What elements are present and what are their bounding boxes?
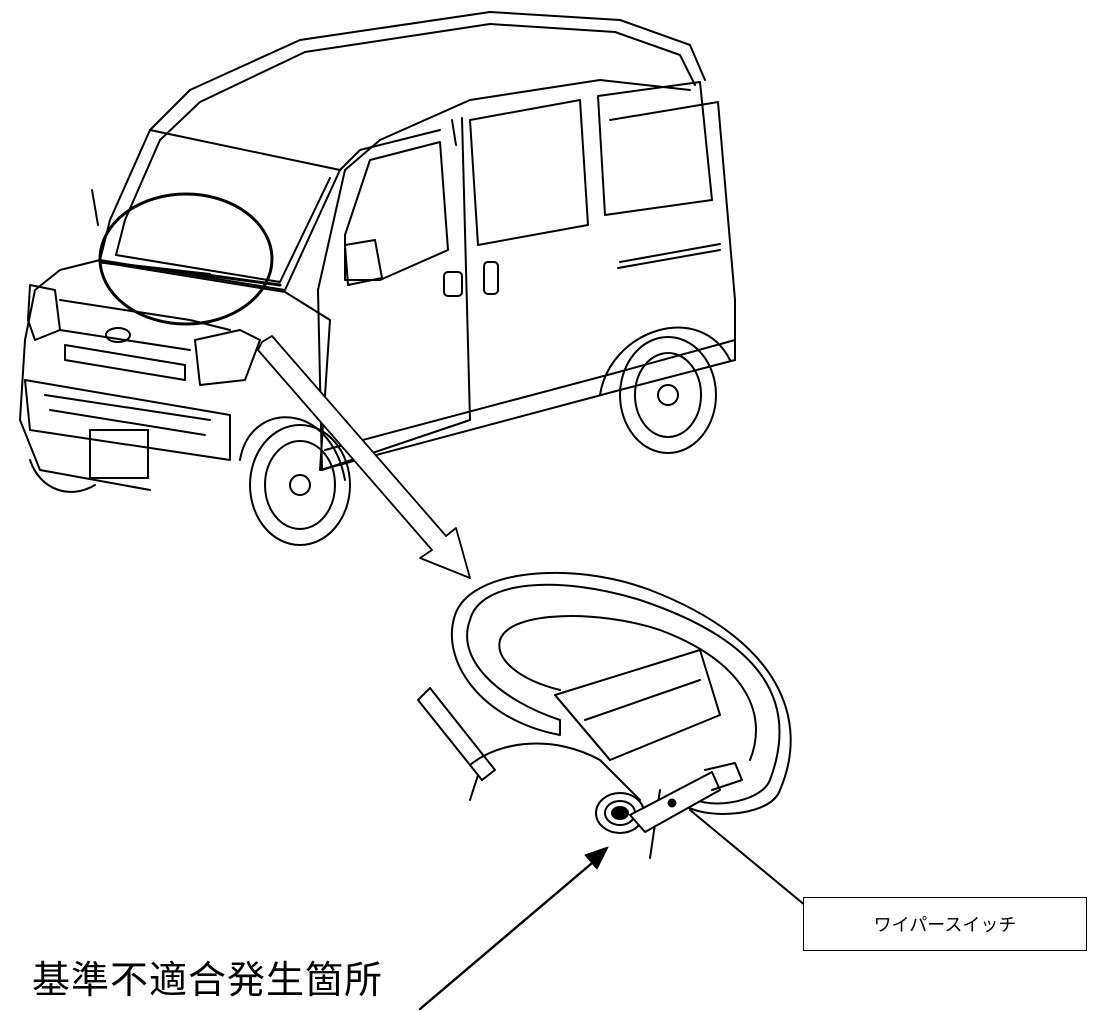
wiper-switch-label: ワイパースイッチ bbox=[873, 915, 1017, 936]
callout-leader-line bbox=[689, 809, 807, 907]
wiper-highlight-ellipse bbox=[98, 192, 274, 326]
steering-wheel-icon bbox=[417, 571, 792, 859]
detail-arrow bbox=[257, 335, 471, 579]
wiper-switch-callout: ワイパースイッチ bbox=[803, 897, 1087, 951]
defect-location-caption: 基準不適合発生箇所 bbox=[32, 958, 384, 1002]
defect-pointer-arrow bbox=[418, 846, 609, 1011]
van-icon bbox=[19, 11, 736, 546]
